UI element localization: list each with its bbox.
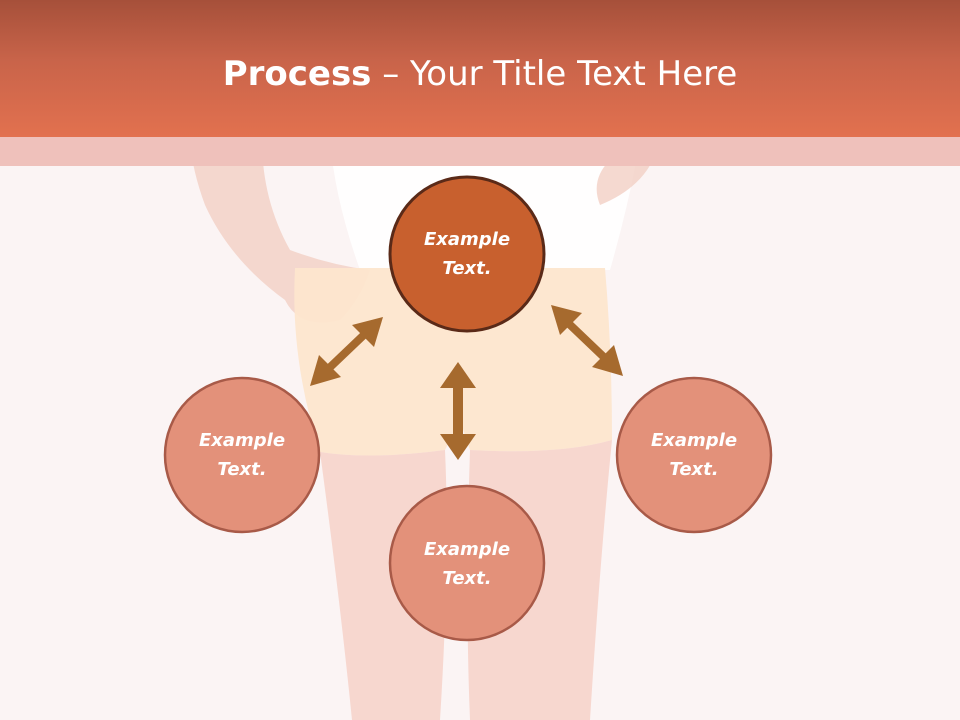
node-left-label: Example Text.	[164, 426, 320, 484]
node-top-circle[interactable]	[388, 175, 546, 333]
slide-title-rest: – Your Title Text Here	[371, 54, 738, 94]
node-bottom-label-line2: Text.	[442, 568, 492, 589]
background-shorts	[294, 268, 612, 456]
title-band	[0, 137, 960, 166]
node-right-label: Example Text.	[616, 426, 772, 484]
node-left-label-line2: Text.	[217, 459, 267, 480]
slide-title: Process – Your Title Text Here	[0, 52, 960, 96]
node-bottom-label: Example Text.	[389, 535, 545, 593]
node-bottom-circle[interactable]	[388, 484, 546, 642]
connector-top-right	[551, 305, 623, 376]
connector-top-left	[310, 317, 383, 386]
node-right-circle[interactable]	[615, 376, 773, 534]
node-right-label-line2: Text.	[669, 459, 719, 480]
node-left-label-line1: Example	[198, 430, 286, 451]
node-left-circle[interactable]	[163, 376, 321, 534]
node-right-label-line1: Example	[650, 430, 738, 451]
slide-title-bold: Process	[222, 54, 372, 94]
node-bottom-label-line1: Example	[423, 539, 511, 560]
node-top-label: Example Text.	[389, 225, 545, 283]
node-top-label-line1: Example	[423, 229, 511, 250]
node-top-label-line2: Text.	[442, 258, 492, 279]
title-bar	[0, 0, 960, 137]
connector-top-bottom	[440, 362, 476, 460]
